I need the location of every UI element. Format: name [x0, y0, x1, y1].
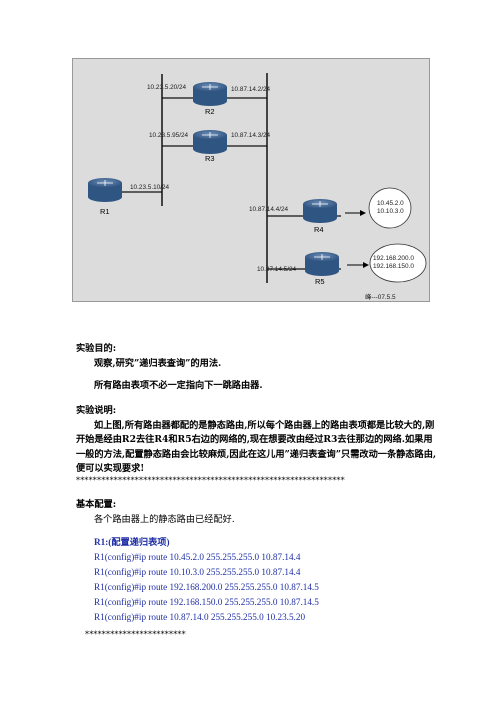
description-line-4: 便可以实现要求!	[76, 463, 145, 474]
description-line-1: 如上图,所有路由器都配的是静态路由,所以每个路由器上的路由表项都是比较大的,刚	[94, 420, 435, 431]
router-r1-label: R1	[100, 207, 110, 216]
r1-command-5: R1(config)#ip route 10.87.14.0 255.255.2…	[94, 612, 306, 622]
topology-drawing	[88, 73, 427, 283]
purpose-line-1: 观察,研究”递归表查询”的用法.	[94, 358, 222, 369]
basic-config-line: 各个路由器上的静态路由已经配好.	[94, 514, 235, 525]
network-cloud-r4	[368, 187, 412, 229]
r1-command-1: R1(config)#ip route 10.45.2.0 255.255.25…	[94, 552, 301, 562]
router-r5-icon	[305, 252, 339, 276]
description-heading: 实验说明:	[76, 405, 117, 416]
description-line-2: 开始是经由R2去往R4和R5右边的网络的,现在想要改由经过R3去往那边的网络.如…	[76, 434, 433, 445]
r4-network-1: 10.45.2.0	[377, 200, 404, 207]
r3-left-ip: 10.23.5.95/24	[149, 132, 189, 139]
description-line-3: 一般的方法,配置静态路由会比较麻烦,因此在这儿用”递归表查询”只需改动一条静态路…	[76, 449, 437, 460]
r5-left-ip: 10.87.14.5/24	[257, 266, 297, 273]
r1-command-2: R1(config)#ip route 10.10.3.0 255.255.25…	[94, 567, 301, 577]
diagram-credit: 峰---07.5.5	[365, 294, 396, 301]
network-diagram: R1 R2 R3 R4 R5 10.23.5.20/24 10.87.14.2/…	[72, 58, 430, 302]
basic-config-heading: 基本配置:	[76, 499, 117, 510]
r5-network-2: 192.168.150.0	[373, 263, 414, 270]
router-r4-label: R4	[314, 225, 324, 234]
router-r3-icon	[193, 130, 227, 154]
r1-config-heading: R1:(配置递归表项)	[94, 537, 170, 547]
router-r5-label: R5	[315, 277, 325, 286]
router-r1-icon	[88, 178, 122, 202]
r1-command-4: R1(config)#ip route 192.168.150.0 255.25…	[94, 597, 319, 607]
network-cloud-r5	[369, 243, 427, 283]
router-r4-icon	[303, 199, 337, 223]
r2-left-ip: 10.23.5.20/24	[147, 84, 187, 91]
r3-right-ip: 10.87.14.3/24	[231, 132, 271, 139]
r1-command-3: R1(config)#ip route 192.168.200.0 255.25…	[94, 582, 319, 592]
r2-right-ip: 10.87.14.2/24	[231, 86, 271, 93]
router-r2-icon	[193, 82, 227, 106]
separator-2: ************************	[85, 630, 186, 639]
separator-1: ****************************************…	[76, 476, 345, 485]
purpose-line-2: 所有路由表项不必一定指向下一跳路由器.	[94, 380, 263, 391]
r5-network-1: 192.168.200.0	[373, 255, 414, 262]
purpose-heading: 实验目的:	[76, 343, 117, 354]
router-r2-label: R2	[205, 107, 215, 116]
router-r3-label: R3	[205, 154, 215, 163]
r4-network-2: 10.10.3.0	[377, 208, 404, 215]
r4-left-ip: 10.87.14.4/24	[249, 206, 289, 213]
r1-right-ip: 10.23.5.10/24	[130, 184, 170, 191]
